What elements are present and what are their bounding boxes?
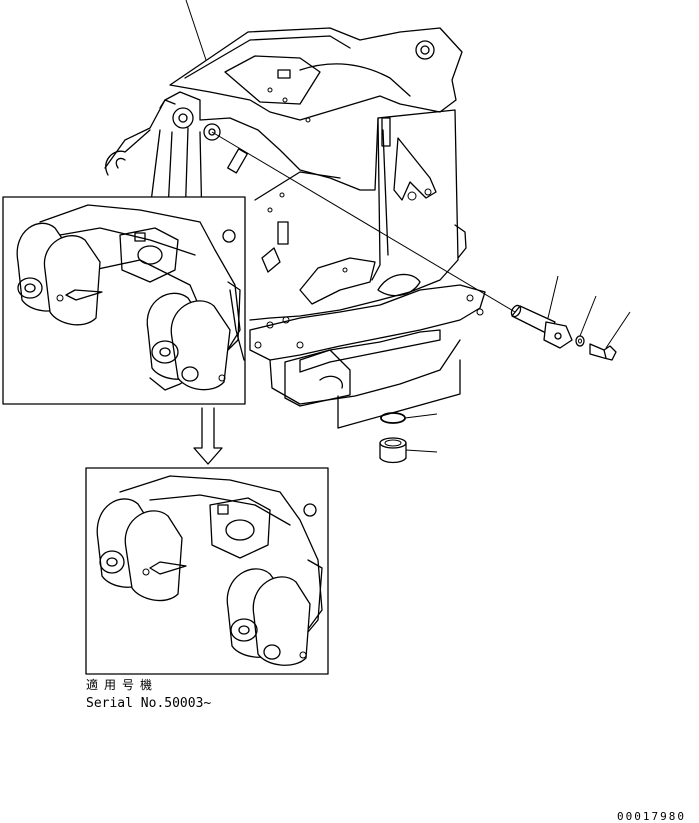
drawing-number: 00017980 [617,810,686,823]
pin-assembly [211,131,631,361]
down-arrow-icon [193,407,223,465]
applicable-serial-label: 適用号機 [86,677,158,692]
front-linkage-detail-upper [2,196,246,405]
main-frame [104,0,486,429]
front-linkage-detail-lower [85,467,329,675]
serial-number-text: Serial No.50003~ [86,696,211,711]
ring-and-bushing [379,412,438,464]
